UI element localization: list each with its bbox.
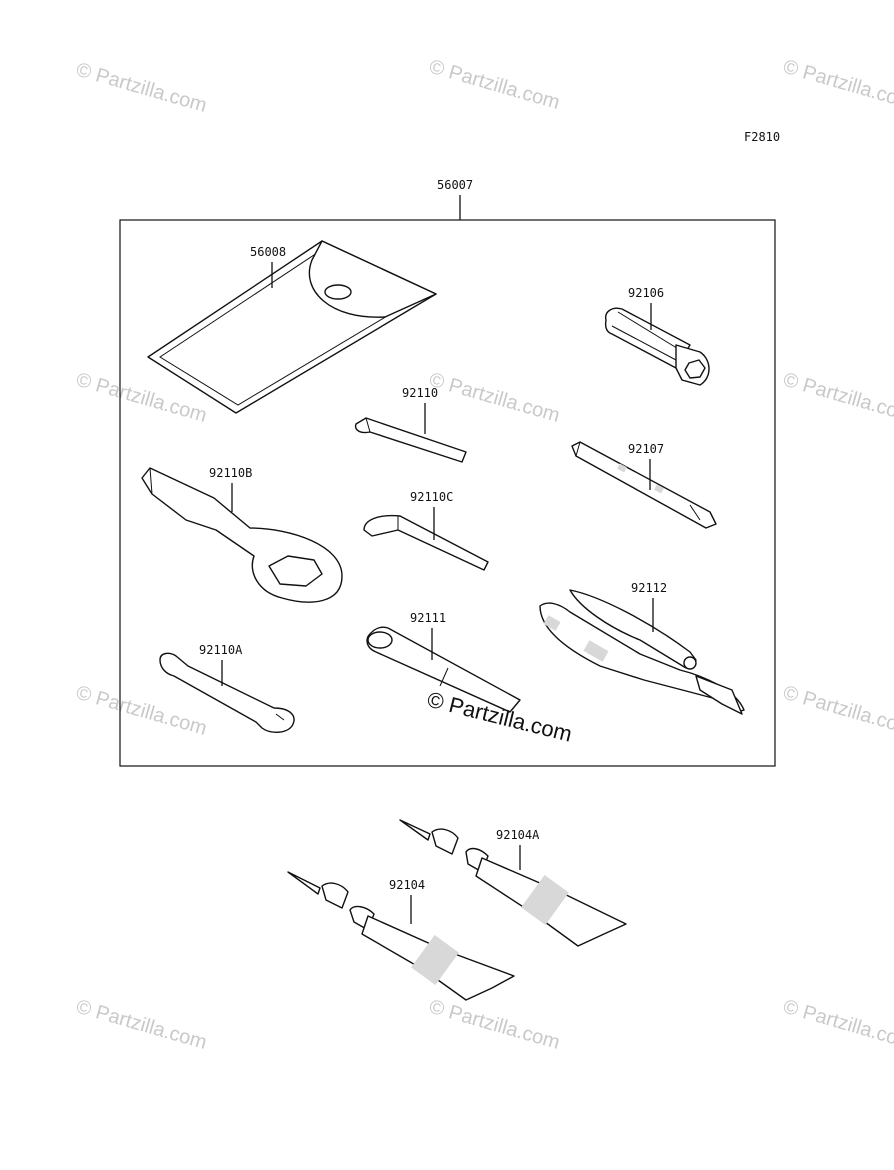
watermark: © Partzilla.com bbox=[781, 682, 894, 740]
grease-tube[interactable] bbox=[287, 871, 515, 1001]
part-label-92110B[interactable]: 92110B bbox=[209, 466, 252, 480]
watermark: © Partzilla.com bbox=[74, 682, 210, 740]
part-label-56008[interactable]: 56008 bbox=[250, 245, 286, 259]
part-label-92104A[interactable]: 92104A bbox=[496, 828, 540, 842]
socket-handle[interactable] bbox=[604, 307, 710, 386]
part-label-92110C[interactable]: 92110C bbox=[410, 490, 453, 504]
grease-tube-a[interactable] bbox=[399, 819, 627, 947]
watermark: © Partzilla.com bbox=[781, 56, 894, 114]
watermark: © Partzilla.com bbox=[427, 369, 563, 427]
watermark: © Partzilla.com bbox=[74, 59, 210, 117]
watermark: © Partzilla.com bbox=[427, 56, 563, 114]
ring-wrench[interactable] bbox=[141, 467, 343, 603]
figure-code: F2810 bbox=[744, 130, 780, 144]
watermark: © Partzilla.com bbox=[74, 996, 210, 1054]
hex-key-large[interactable] bbox=[363, 514, 489, 571]
watermark: © Partzilla.com bbox=[781, 996, 894, 1054]
part-label-92107[interactable]: 92107 bbox=[628, 442, 664, 456]
kit-frame bbox=[119, 219, 776, 767]
part-label-92106[interactable]: 92106 bbox=[628, 286, 664, 300]
watermark: © Partzilla.com bbox=[427, 996, 563, 1054]
open-end-wrench[interactable] bbox=[159, 652, 295, 733]
part-label-92112[interactable]: 92112 bbox=[631, 581, 667, 595]
part-label-92111[interactable]: 92111 bbox=[410, 611, 446, 625]
pliers[interactable] bbox=[539, 589, 745, 715]
screwdriver-bit[interactable] bbox=[571, 441, 717, 529]
part-label-92110[interactable]: 92110 bbox=[402, 386, 438, 400]
part-label-56007[interactable]: 56007 bbox=[437, 178, 473, 192]
part-label-92110A[interactable]: 92110A bbox=[199, 643, 243, 657]
part-label-92104[interactable]: 92104 bbox=[389, 878, 425, 892]
watermark: © Partzilla.com bbox=[781, 369, 894, 427]
tool-pouch[interactable] bbox=[147, 240, 437, 414]
watermark-layer: © Partzilla.com © Partzilla.com © Partzi… bbox=[74, 56, 894, 1054]
tube-handle[interactable] bbox=[366, 626, 521, 713]
hex-key-small[interactable] bbox=[354, 417, 467, 463]
